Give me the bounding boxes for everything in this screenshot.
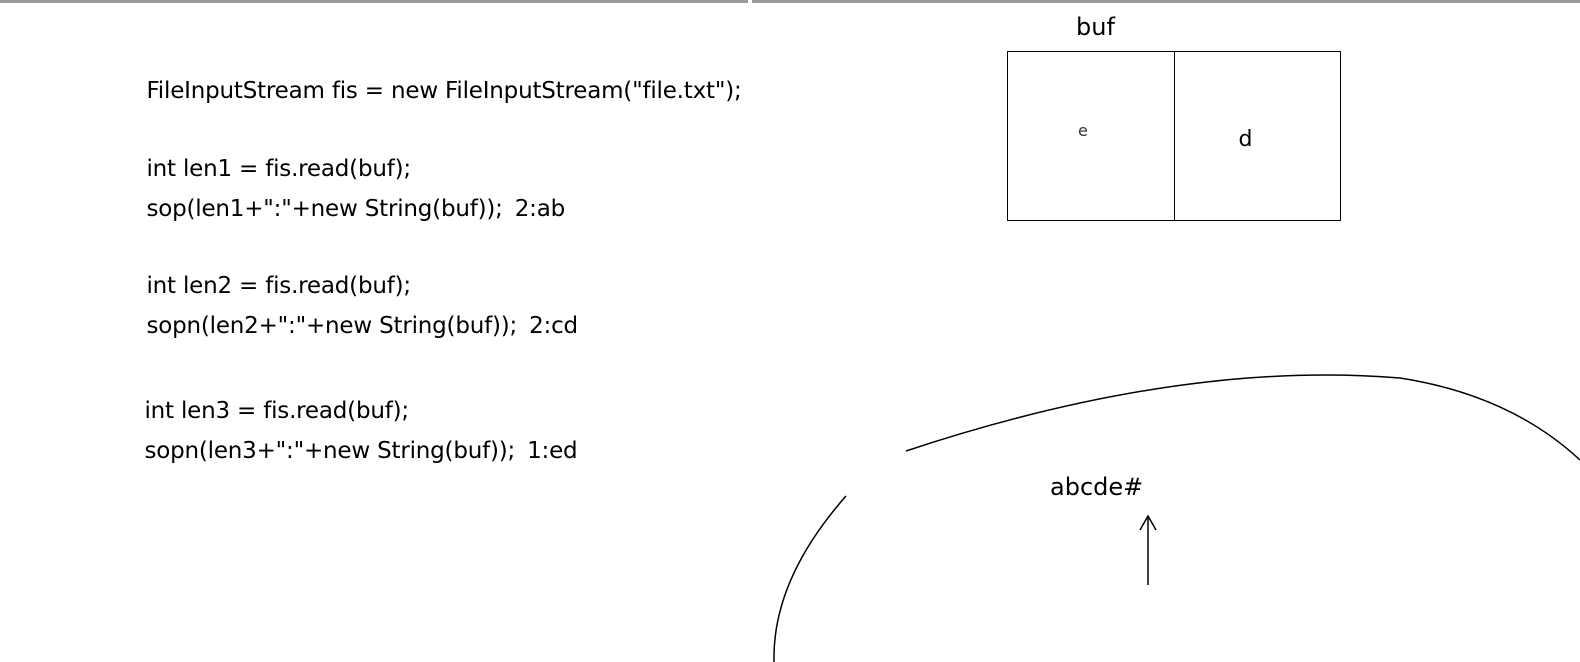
output-value: 2:cd — [529, 313, 578, 339]
code-line-read-1: int len1 = fis.read(buf); — [118, 124, 411, 214]
buffer-cell-0: e — [1008, 52, 1174, 220]
file-content: abcde# — [1050, 473, 1144, 501]
code-text: sopn(len2+":"+new String(buf)); — [146, 313, 518, 339]
up-arrow-icon — [1139, 514, 1157, 585]
file-outline-arc — [905, 374, 1580, 461]
code-text: sopn(len3+":"+new String(buf)); — [144, 438, 516, 464]
code-line-print-2: sopn(len2+":"+new String(buf)); 2:cd — [118, 281, 578, 371]
code-line-stream-init: FileInputStream fis = new FileInputStrea… — [118, 46, 742, 136]
top-divider-left — [0, 0, 748, 3]
code-line-print-3: sopn(len3+":"+new String(buf)); 1:ed — [116, 406, 577, 496]
code-text: FileInputStream fis = new FileInputStrea… — [146, 78, 742, 104]
code-panel: FileInputStream fis = new FileInputStrea… — [116, 46, 742, 496]
code-text: int len2 = fis.read(buf); — [146, 273, 411, 299]
buffer-array: e d — [1007, 51, 1341, 221]
code-text: sop(len1+":"+new String(buf)); — [146, 196, 503, 222]
buffer-cell-1: d — [1173, 52, 1341, 220]
code-line-print-1: sop(len1+":"+new String(buf)); 2:ab — [118, 164, 565, 254]
output-value: 1:ed — [527, 438, 578, 464]
code-text: int len1 = fis.read(buf); — [146, 156, 411, 182]
buffer-cell-value: d — [1238, 127, 1253, 152]
buffer-cell-value: e — [1078, 121, 1088, 140]
top-divider-right — [752, 0, 1580, 3]
code-line-read-3: int len3 = fis.read(buf); — [116, 366, 409, 456]
code-text: int len3 = fis.read(buf); — [144, 398, 409, 424]
output-value: 2:ab — [514, 196, 565, 222]
code-line-read-2: int len2 = fis.read(buf); — [118, 241, 411, 331]
buffer-label: buf — [1076, 13, 1115, 41]
